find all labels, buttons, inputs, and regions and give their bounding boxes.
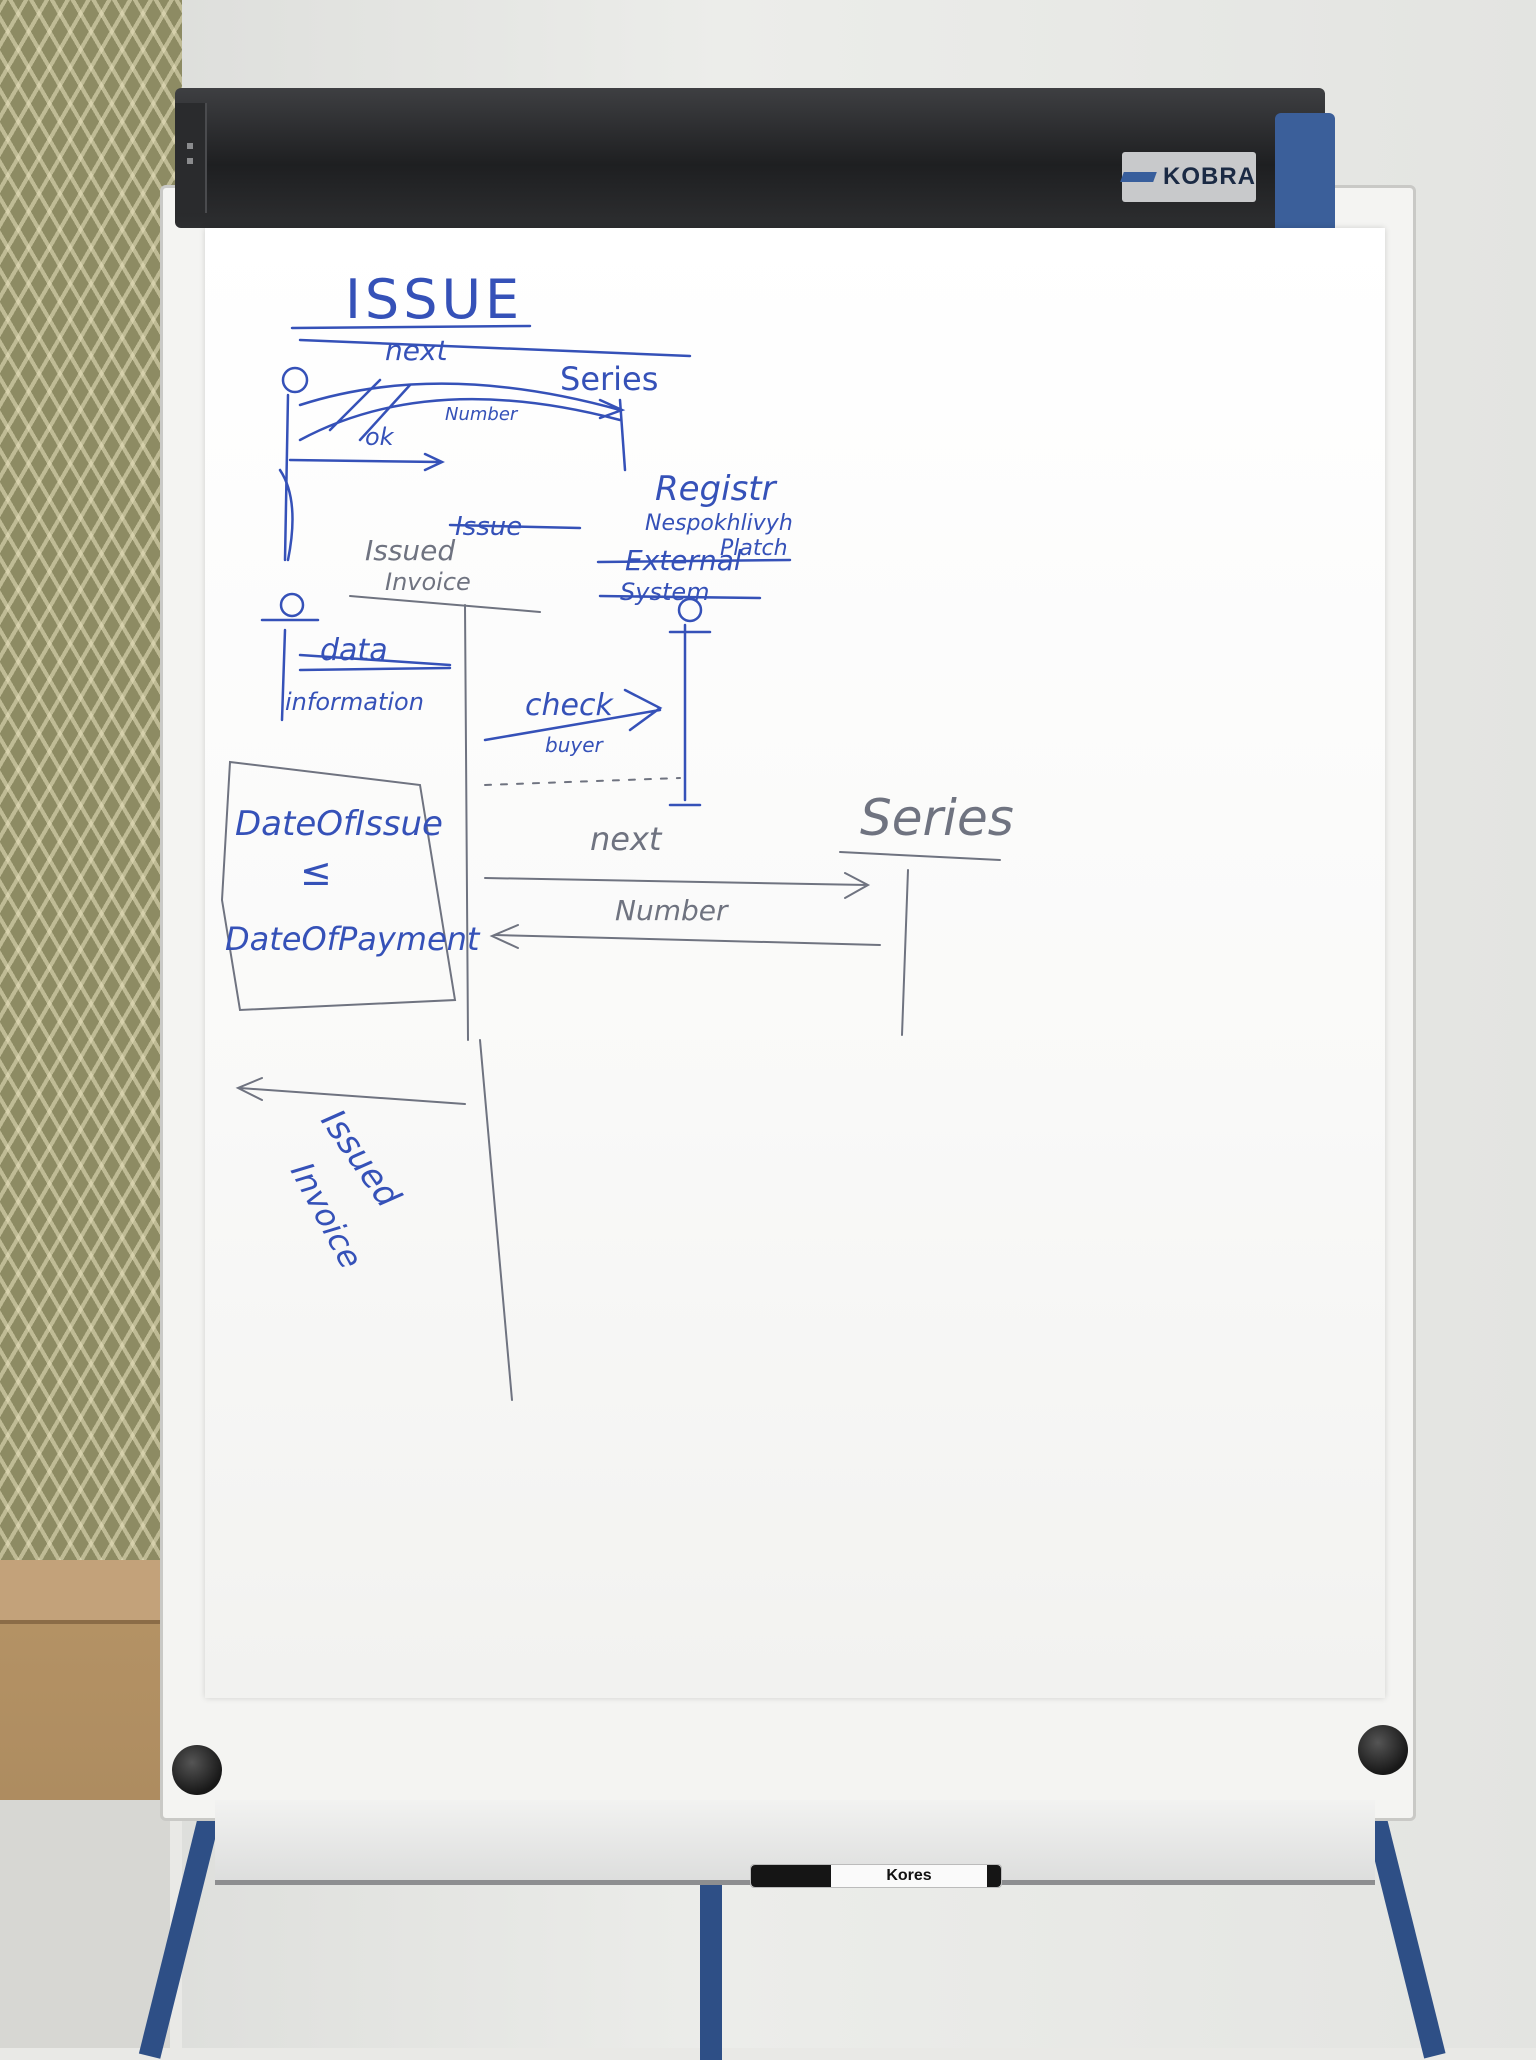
cabinet-top: [0, 1560, 170, 1624]
actor-2-body: [260, 618, 320, 722]
top-series-label: Series: [560, 360, 658, 398]
condition-box: [220, 760, 457, 1012]
top-next-label: next: [385, 334, 449, 367]
easel-leg-center: [700, 1880, 722, 2060]
issued-invoice-return-arrow: [235, 1077, 466, 1105]
marker-cap: [751, 1865, 831, 1887]
issued-invoice-line-1: Issued: [365, 534, 455, 567]
clamp-screw: [187, 143, 193, 149]
bottom-next-arrow: [484, 872, 871, 899]
actor-head: [281, 366, 309, 394]
register-line-1: Registr: [655, 469, 778, 509]
top-return-arrow: [288, 452, 445, 472]
register-circle: [677, 597, 703, 623]
register-line-2: Nespokhlivyh: [645, 511, 793, 536]
bottom-series-label: Series: [860, 789, 1014, 847]
bottom-number-label: Number: [615, 894, 729, 927]
issued-invoice-line-2: Invoice: [385, 568, 471, 596]
top-number-label: Number: [445, 404, 519, 425]
right-knob: [1358, 1725, 1408, 1775]
issued-invoice-header-line: [349, 595, 541, 613]
register-line-3: Platch: [720, 536, 788, 561]
strike-data: [298, 653, 452, 672]
actor-side: [278, 468, 294, 562]
title-text: ISSUE: [345, 268, 523, 331]
strike-external: [596, 558, 792, 564]
title-underline-2: [298, 338, 692, 358]
top-next-arrow: [298, 382, 626, 420]
check-label: check: [525, 688, 614, 723]
check-arrow: [483, 688, 663, 742]
condition-line-1: DateOfIssue: [235, 804, 443, 844]
top-ok-label: ok: [365, 423, 395, 451]
title-underline: [290, 324, 532, 330]
actor-lifeline: [283, 393, 290, 562]
information-label: information: [285, 688, 424, 716]
wooden-cabinet: [0, 1560, 170, 2048]
bottom-series-lifeline: [901, 869, 909, 1036]
patterned-wallpaper: [0, 0, 182, 1570]
bottom-number-arrow: [489, 924, 881, 949]
condition-operator: ≤: [300, 850, 332, 894]
actor-2-head: [279, 592, 305, 618]
brand-logo: KOBRA: [1120, 152, 1256, 202]
cabinet-panel: [0, 1800, 170, 2048]
struck-data: data: [320, 633, 388, 668]
marker-end: [987, 1865, 1001, 1887]
top-arrow-scribble: [298, 378, 622, 442]
top-series-lifeline: [618, 398, 627, 472]
strike-system: [598, 594, 762, 600]
clamp-screw: [187, 158, 193, 164]
flipchart-paper: [205, 228, 1385, 1698]
condition-line-2: DateOfPayment: [225, 920, 481, 958]
buyer-label: buyer: [545, 733, 605, 757]
register-lifeline: [668, 623, 712, 807]
issued-invoice-lifeline: [464, 604, 513, 1401]
dashed-return: [484, 777, 681, 786]
marker-brand: Kores: [886, 1867, 932, 1884]
whiteboard-marker: Kores: [750, 1864, 1002, 1888]
left-knob: [172, 1745, 222, 1795]
bottom-series-header: [839, 851, 1001, 861]
logo-text: KOBRA: [1163, 163, 1256, 190]
strike-issue: [448, 523, 582, 530]
bottom-next-label: next: [590, 820, 663, 858]
